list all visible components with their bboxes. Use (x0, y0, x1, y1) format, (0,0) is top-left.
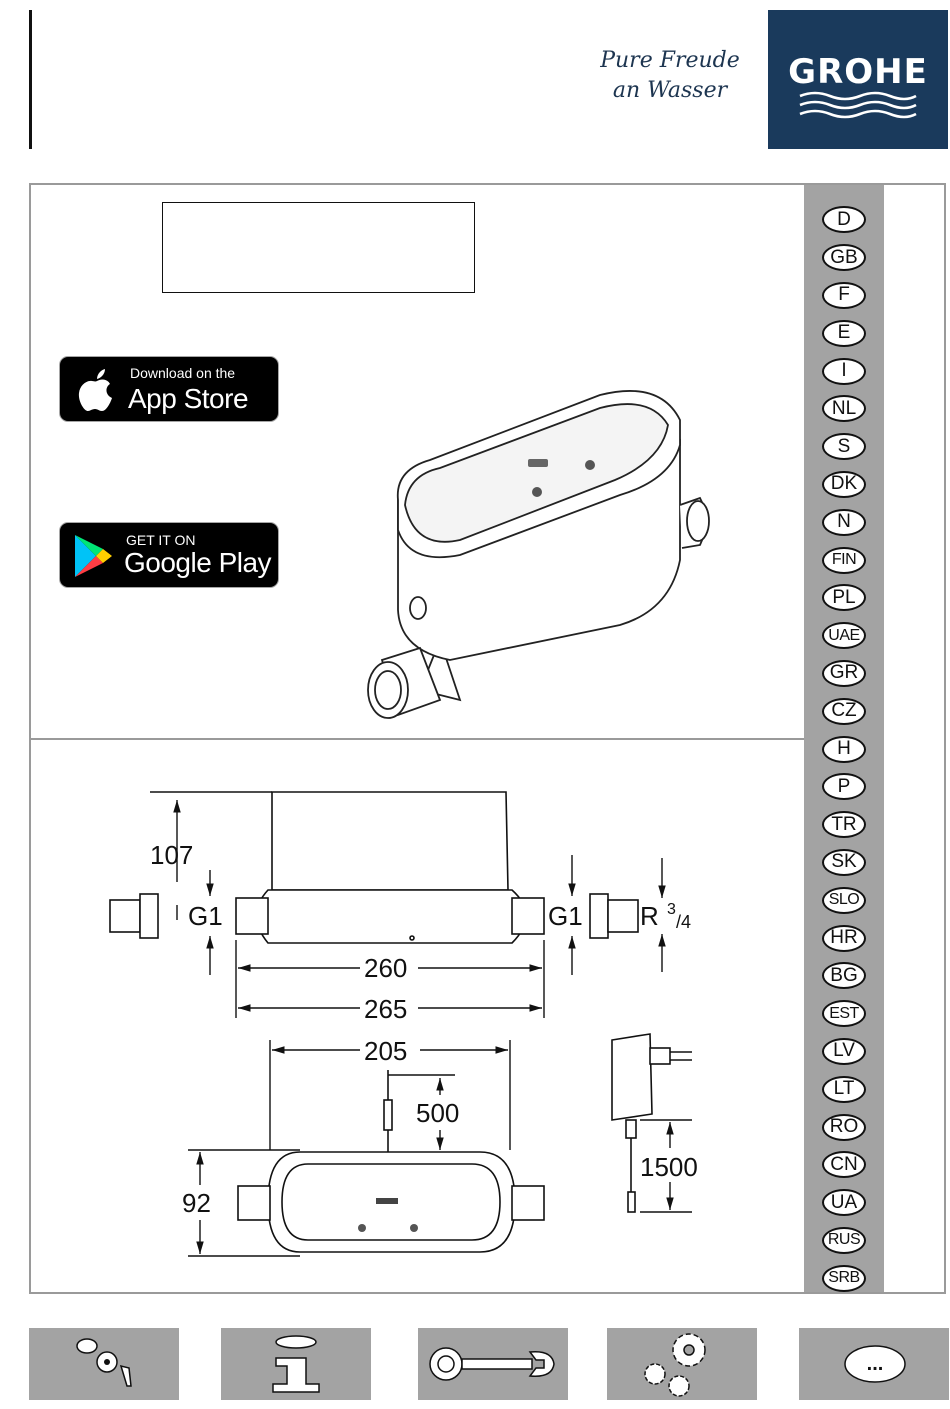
language-item[interactable]: TR (804, 806, 884, 844)
power-adapter (612, 1034, 692, 1212)
language-badge[interactable]: LT (822, 1076, 866, 1103)
slogan-line-2: an Wasser (590, 76, 750, 106)
tools-button[interactable] (418, 1328, 568, 1400)
language-item[interactable]: E (804, 314, 884, 352)
language-item[interactable]: DK (804, 466, 884, 504)
info-button[interactable] (221, 1328, 371, 1400)
language-item[interactable]: D (804, 201, 884, 239)
language-badge[interactable]: D (822, 206, 866, 233)
language-item[interactable]: S (804, 428, 884, 466)
language-item[interactable]: SRB (804, 1259, 884, 1297)
dim-thread-right: G1 (548, 901, 583, 931)
language-badge[interactable]: NL (822, 395, 866, 422)
language-badge[interactable]: TR (822, 811, 866, 838)
language-badge[interactable]: CZ (822, 698, 866, 725)
language-item[interactable]: P (804, 768, 884, 806)
language-badge[interactable]: CN (822, 1151, 866, 1178)
dim-len-top: 205 (364, 1036, 407, 1066)
language-item[interactable]: EST (804, 995, 884, 1033)
dim-len-outer: 265 (364, 994, 407, 1024)
language-badge[interactable]: UA (822, 1189, 866, 1216)
language-badge[interactable]: SK (822, 849, 866, 876)
language-badge[interactable]: F (822, 282, 866, 309)
gears-icon (607, 1328, 757, 1400)
language-item[interactable]: CN (804, 1146, 884, 1184)
language-item[interactable]: NL (804, 390, 884, 428)
language-badge[interactable]: SLO (822, 887, 866, 914)
more-icon: ... (799, 1328, 949, 1400)
language-item[interactable]: H (804, 730, 884, 768)
language-badge[interactable]: LV (822, 1038, 866, 1065)
language-item[interactable]: GB (804, 239, 884, 277)
grohe-logo: GROHE (768, 10, 948, 149)
language-item[interactable]: HR (804, 919, 884, 957)
waves-icon (798, 90, 918, 120)
language-item[interactable]: LV (804, 1033, 884, 1071)
language-item[interactable]: RUS (804, 1222, 884, 1260)
more-button[interactable]: ... (799, 1328, 949, 1400)
dim-r-sub: /4 (676, 912, 691, 932)
settings-button[interactable] (607, 1328, 757, 1400)
language-badge[interactable]: EST (822, 1000, 866, 1027)
language-item[interactable]: FIN (804, 541, 884, 579)
dim-cable-length: 500 (416, 1098, 459, 1128)
dim-r-thread: R (640, 901, 659, 931)
language-badge[interactable]: HR (822, 925, 866, 952)
language-badge[interactable]: GB (822, 244, 866, 271)
technical-drawing: 107 G1 G1 R 3 /4 260 265 205 500 92 1500 (31, 185, 804, 1292)
language-badge[interactable]: GR (822, 660, 866, 687)
more-label: ... (867, 1353, 884, 1375)
parts-button[interactable] (29, 1328, 179, 1400)
language-badge[interactable]: S (822, 433, 866, 460)
dim-r-sup: 3 (667, 901, 676, 918)
slogan-line-1: Pure Freude (590, 46, 750, 76)
logo-wordmark: GROHE (768, 52, 948, 92)
dim-thread-left: G1 (188, 901, 223, 931)
language-badge[interactable]: P (822, 773, 866, 800)
language-badge[interactable]: H (822, 736, 866, 763)
language-item[interactable]: CZ (804, 692, 884, 730)
language-item[interactable]: PL (804, 579, 884, 617)
product-3d-view (368, 391, 709, 718)
language-badge[interactable]: N (822, 509, 866, 536)
wrench-icon (418, 1328, 568, 1400)
dim-adapter-cable: 1500 (640, 1152, 698, 1182)
dim-len-inner: 260 (364, 953, 407, 983)
language-badge[interactable]: RUS (822, 1227, 866, 1254)
language-badge[interactable]: I (822, 358, 866, 385)
slogan: Pure Freude an Wasser (590, 46, 750, 106)
language-item[interactable]: UA (804, 1184, 884, 1222)
language-item[interactable]: I (804, 352, 884, 390)
language-badge[interactable]: E (822, 320, 866, 347)
language-badge[interactable]: DK (822, 471, 866, 498)
language-badge[interactable]: PL (822, 584, 866, 611)
language-item[interactable]: SK (804, 844, 884, 882)
header-rule (29, 10, 32, 149)
info-icon (221, 1328, 371, 1400)
language-item[interactable]: BG (804, 957, 884, 995)
language-item[interactable]: RO (804, 1108, 884, 1146)
language-badge[interactable]: UAE (822, 622, 866, 649)
language-badge[interactable]: FIN (822, 547, 866, 574)
language-item[interactable]: N (804, 503, 884, 541)
parts-icon (29, 1328, 179, 1400)
language-item[interactable]: SLO (804, 881, 884, 919)
language-item[interactable]: F (804, 277, 884, 315)
language-badge[interactable]: BG (822, 962, 866, 989)
dim-depth: 92 (182, 1188, 211, 1218)
language-item[interactable]: GR (804, 655, 884, 693)
language-badge[interactable]: RO (822, 1114, 866, 1141)
language-item[interactable]: LT (804, 1070, 884, 1108)
plan-view (238, 1070, 544, 1252)
dim-height-top: 107 (150, 840, 193, 870)
language-badge[interactable]: SRB (822, 1265, 866, 1292)
language-item[interactable]: UAE (804, 617, 884, 655)
